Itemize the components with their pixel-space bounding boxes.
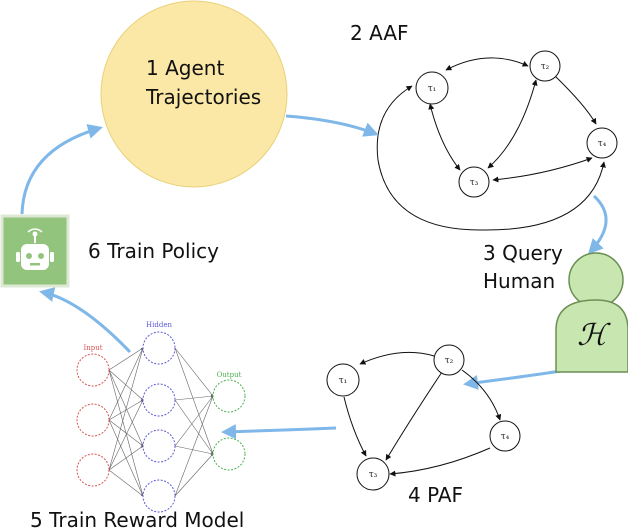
network-edge-hidden2-output2 bbox=[174, 399, 214, 455]
paf-graph: τ₁ τ₂ τ₃ τ₄ bbox=[326, 344, 521, 491]
aaf-edge-t4-t3 bbox=[492, 157, 593, 183]
aaf-node-t3-label: τ₃ bbox=[470, 178, 479, 188]
aaf-edge-outer-loop bbox=[376, 85, 606, 231]
paf-edge-t2-t4 bbox=[461, 369, 502, 421]
aaf-step-label: 2 AAF bbox=[350, 21, 409, 45]
network-input-node-2 bbox=[76, 403, 110, 437]
network-output-node-2 bbox=[212, 437, 246, 471]
network-edge-input1-hidden2 bbox=[108, 369, 144, 401]
network-hidden-node-4 bbox=[142, 479, 176, 513]
network-hidden-node-3 bbox=[142, 429, 176, 463]
paf-node-t4-label: τ₄ bbox=[501, 432, 510, 442]
network-edge-hidden1-output2 bbox=[174, 347, 214, 455]
robot-icon bbox=[0, 214, 70, 288]
query-step-label-line1: 3 Query bbox=[483, 241, 563, 265]
network-edge-input3-hidden3 bbox=[108, 445, 144, 471]
paf-node-t4 bbox=[489, 420, 521, 452]
flow-arrow-agent-to-aaf bbox=[285, 114, 379, 137]
reward-model-network: Input Hidden Output bbox=[76, 321, 246, 513]
network-edge-input1-hidden1 bbox=[108, 347, 144, 371]
network-edge-input3-hidden2 bbox=[108, 399, 144, 471]
network-output-node-1 bbox=[212, 379, 246, 413]
paf-edge-t2-t3 bbox=[385, 371, 443, 461]
network-edge-hidden1-output1 bbox=[174, 347, 214, 397]
reward-step-label: 5 Train Reward Model bbox=[30, 508, 244, 532]
agent-trajectories-circle bbox=[100, 0, 288, 188]
human-symbol: ℋ bbox=[577, 318, 611, 353]
network-edges bbox=[108, 347, 214, 497]
aaf-edge-t2-t4 bbox=[554, 75, 597, 125]
aaf-edge-t1-t2 bbox=[445, 57, 529, 71]
network-edge-hidden4-output1 bbox=[174, 395, 214, 497]
paf-node-t2 bbox=[433, 344, 465, 376]
flow-arrow-policy-to-agent bbox=[20, 124, 103, 215]
human-icon: ℋ bbox=[555, 252, 628, 373]
aaf-node-t4 bbox=[586, 127, 618, 159]
paf-edge-t4-t3 bbox=[389, 447, 491, 477]
flow-arrow-paf-to-reward bbox=[221, 424, 337, 440]
network-input-node-1 bbox=[76, 353, 110, 387]
aaf-edge-t2-t3 bbox=[487, 79, 538, 169]
query-step-label-line2: Human bbox=[483, 269, 555, 293]
network-edge-input3-hidden1 bbox=[108, 347, 144, 471]
network-hidden-node-2 bbox=[142, 383, 176, 417]
network-edge-hidden3-output1 bbox=[174, 395, 214, 447]
policy-step-label: 6 Train Policy bbox=[88, 239, 219, 263]
network-edge-hidden4-output2 bbox=[174, 453, 214, 497]
network-hidden-label: Hidden bbox=[146, 321, 172, 329]
aaf-node-t1-label: τ₁ bbox=[428, 84, 437, 94]
network-edge-hidden3-output2 bbox=[174, 445, 214, 455]
aaf-node-t2 bbox=[529, 50, 561, 82]
network-output-label: Output bbox=[217, 371, 242, 379]
network-input-label: Input bbox=[83, 344, 102, 352]
network-edge-input3-hidden4 bbox=[108, 469, 144, 497]
paf-node-t2-label: τ₂ bbox=[445, 356, 454, 366]
flow-arrow-aaf-to-query bbox=[587, 194, 608, 255]
paf-step-label: 4 PAF bbox=[408, 483, 463, 507]
network-edge-hidden2-output1 bbox=[174, 395, 214, 401]
network-edge-input2-hidden1 bbox=[108, 347, 144, 421]
paf-node-t1-label: τ₁ bbox=[339, 376, 348, 386]
network-edge-input2-hidden3 bbox=[108, 419, 144, 447]
paf-edge-t2-t1 bbox=[359, 351, 435, 365]
agent-step-label-line1: 1 Agent bbox=[146, 56, 224, 80]
paf-node-t3 bbox=[356, 457, 390, 491]
network-input-node-3 bbox=[76, 453, 110, 487]
aaf-node-t1 bbox=[415, 71, 449, 105]
flow-arrow-reward-to-policy bbox=[39, 287, 132, 354]
network-hidden-node-1 bbox=[142, 331, 176, 365]
paf-edge-t1-t3 bbox=[343, 396, 367, 457]
paf-node-t3-label: τ₃ bbox=[369, 470, 378, 480]
agent-step-label-line2: Trajectories bbox=[145, 85, 261, 109]
network-nodes bbox=[76, 331, 246, 513]
aaf-edge-t1-t3 bbox=[428, 103, 461, 171]
aaf-node-t2-label: τ₂ bbox=[541, 62, 550, 72]
paf-node-t1 bbox=[326, 363, 360, 397]
aaf-node-t4-label: τ₄ bbox=[598, 139, 607, 149]
aaf-graph: τ₁ τ₂ τ₃ τ₄ bbox=[376, 50, 618, 231]
aaf-node-t3 bbox=[458, 166, 490, 198]
